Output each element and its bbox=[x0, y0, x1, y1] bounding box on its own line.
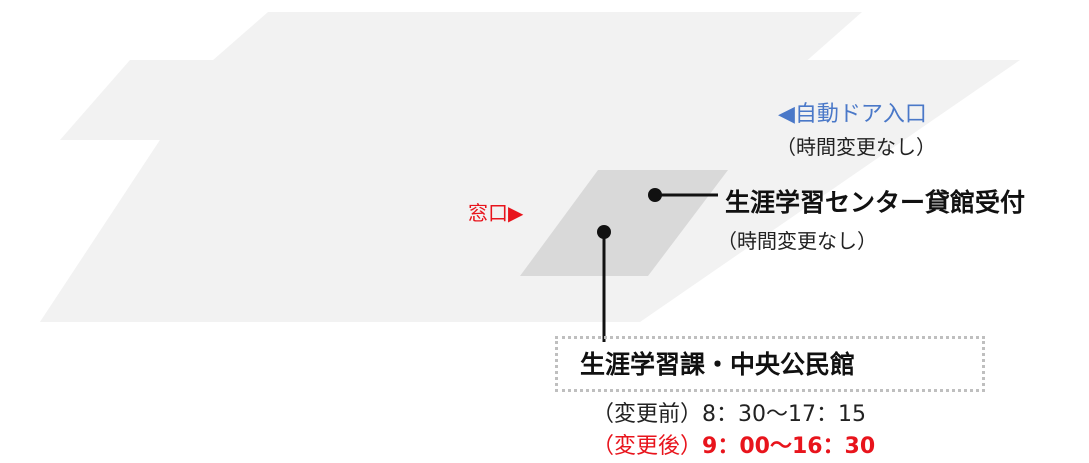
hours-before-prefix: （変更前） bbox=[592, 402, 703, 427]
center-desk-note: （時間変更なし） bbox=[717, 229, 877, 253]
hall-name: 生涯学習課・中央公民館 bbox=[580, 350, 856, 379]
center-marker-dot bbox=[648, 188, 662, 202]
hours-after-change: （変更後）9：00～16：30 bbox=[592, 436, 875, 458]
hours-before-time: 8：30～17：15 bbox=[702, 402, 866, 427]
floor-middle-area bbox=[40, 95, 870, 322]
hall-label-box bbox=[555, 336, 985, 392]
entrance-note: （時間変更なし） bbox=[776, 135, 936, 159]
entrance-label: ◀自動ドア入口 bbox=[778, 102, 927, 127]
hours-before-change: （変更前）8：30～17：15 bbox=[592, 404, 866, 426]
hours-after-prefix: （変更後） bbox=[592, 434, 703, 459]
hours-after-time: 9：00～16：30 bbox=[702, 434, 876, 459]
center-desk-name: 生涯学習センター貸館受付 bbox=[725, 188, 1026, 217]
hall-marker-dot bbox=[597, 225, 611, 239]
window-label: 窓口▶ bbox=[468, 201, 524, 225]
